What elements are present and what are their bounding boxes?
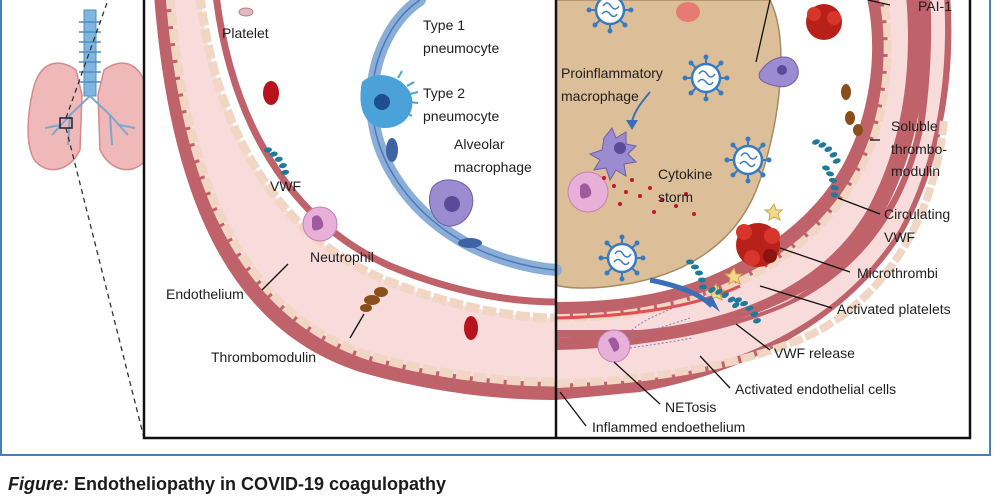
- label-vwf-release: VWF release: [774, 345, 855, 361]
- neutrophil-icon: [302, 206, 338, 242]
- label-type2-pneumocyte: Type 2: [423, 85, 465, 101]
- main-panel: Platelet Type 1 pneumocyte Type 2 pneumo…: [142, 0, 972, 440]
- zoom-line-bottom: [65, 127, 145, 439]
- microthrombus-icon: [806, 4, 842, 40]
- label-type2-pneumocyte: pneumocyte: [423, 108, 499, 124]
- neutrophil-icon: [567, 171, 609, 213]
- label-proinflammatory-macrophage: Proinflammatory: [561, 65, 663, 81]
- label-soluble-thrombomodulin: thrombo-: [891, 141, 947, 157]
- label-platelet: Platelet: [222, 25, 269, 41]
- label-cytokine-storm: Cytokine: [658, 166, 713, 182]
- label-circulating-vwf: Circulating: [884, 206, 950, 222]
- label-cytokine-storm: storm: [658, 189, 693, 205]
- virus-icon: [597, 233, 647, 283]
- virus-icon: [681, 53, 731, 103]
- label-alveolar-macrophage: Alveolar: [454, 136, 505, 152]
- type2-pneumocyte-icon: [360, 70, 419, 128]
- alveolar-macrophage-icon: [429, 179, 474, 227]
- label-netosis: NETosis: [665, 399, 716, 415]
- figure-caption: Figure: Endotheliopathy in COVID-19 coag…: [8, 474, 446, 495]
- diagram: Platelet Type 1 pneumocyte Type 2 pneumo…: [27, 0, 972, 440]
- label-thrombomodulin: Thrombomodulin: [211, 349, 316, 365]
- caption-prefix: Figure:: [8, 474, 69, 494]
- label-type1-pneumocyte: pneumocyte: [423, 40, 499, 56]
- label-inflamed-endothelium: Inflammed endoethelium: [592, 419, 745, 435]
- label-soluble-thrombomodulin: modulin: [891, 163, 940, 179]
- netosis-icon: [597, 304, 693, 363]
- caption-title: Endotheliopathy in COVID-19 coagulopathy: [69, 474, 447, 494]
- label-neutrophil: Neutrophil: [310, 249, 374, 265]
- microthrombus-icon: [736, 223, 780, 267]
- cytokine-dots: [602, 176, 696, 216]
- lung-illustration: [27, 9, 153, 171]
- label-activated-platelets: Activated platelets: [837, 301, 951, 317]
- red-blood-cell: [464, 316, 478, 340]
- zoom-line-top: [65, 0, 109, 119]
- platelet-icon: [238, 7, 254, 17]
- thrombomodulin-icon: [360, 287, 388, 312]
- label-pai1: PAI-1: [918, 0, 952, 14]
- soluble-thrombomodulin-icon: [841, 84, 863, 136]
- label-soluble-thrombomodulin: Soluble: [891, 118, 938, 134]
- label-endothelium: Endothelium: [166, 286, 244, 302]
- label-alveolar-macrophage: macrophage: [454, 159, 532, 175]
- macrophage-icon: [588, 127, 638, 182]
- label-proinflammatory-macrophage: macrophage: [561, 88, 639, 104]
- label-circulating-vwf: VWF: [884, 229, 915, 245]
- label-microthrombi: Microthrombi: [857, 265, 938, 281]
- label-type1-pneumocyte: Type 1: [423, 17, 465, 33]
- red-blood-cell: [263, 81, 279, 105]
- label-activated-endothelial-cells: Activated endothelial cells: [735, 381, 896, 397]
- macrophage-icon: [758, 56, 799, 88]
- virus-icon: [723, 135, 773, 185]
- label-vwf: VWF: [270, 178, 301, 194]
